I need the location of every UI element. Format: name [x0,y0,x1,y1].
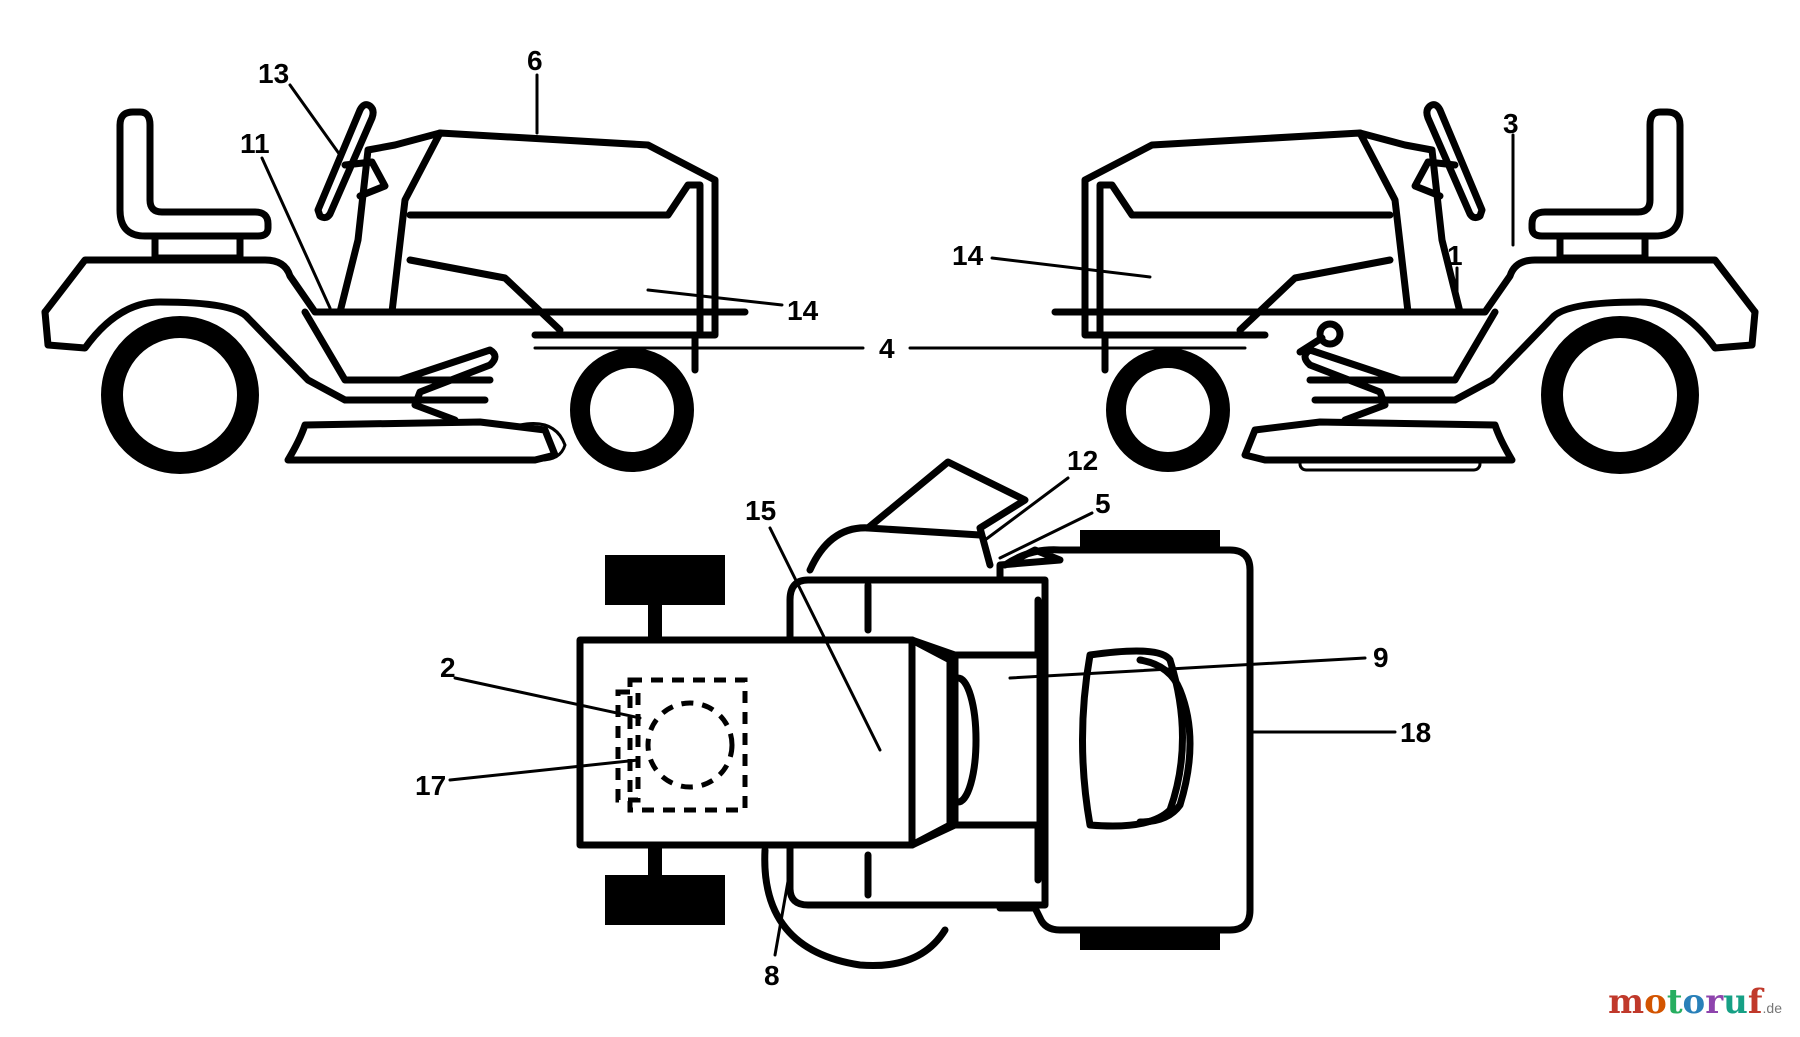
steering-wheel [1423,101,1486,222]
hood-top [388,129,719,339]
leader-lines [260,73,1515,957]
callout-15: 15 [745,495,776,526]
logo-letter: t [1666,982,1683,1022]
right-frame-line [1306,308,1499,384]
dash-panel [336,129,444,316]
callout-12: 12 [1067,445,1098,476]
leader-9 [1008,656,1367,680]
front-tire-top [605,555,725,605]
hood-lower [406,256,564,334]
tractor-left-side-view [41,101,749,474]
callout-14b: 14 [952,240,984,271]
callout-labels: 13 11 6 14 4 14 3 1 12 5 15 2 17 9 18 8 [240,45,1519,991]
deck-lift-pedal [396,346,499,424]
callout-4: 4 [879,333,895,364]
leader-8 [773,868,792,957]
leader-13 [288,83,342,157]
logo-suffix: .de [1762,1000,1782,1016]
steering-wheel [314,101,377,222]
motoruf-logo: motoruf.de [1608,982,1782,1022]
engine-outline [627,677,748,813]
steering-column [341,158,389,200]
callout-5: 5 [1095,488,1111,519]
callout-3: 3 [1503,108,1519,139]
front-wheel [570,348,694,472]
callout-9: 9 [1373,642,1389,673]
mower-deck [1241,418,1516,464]
logo-letter: o [1644,982,1667,1022]
logo-letter: o [1682,982,1706,1022]
logo-letter: r [1705,982,1724,1022]
leader-15 [768,526,882,752]
fender-lower [1311,298,1759,404]
leader-14b [990,256,1152,279]
logo-letter: u [1723,982,1748,1022]
hood-lower [1236,256,1394,334]
lift-knob [1316,320,1344,348]
front-wheel [1106,348,1230,472]
fender-lower [41,298,489,404]
dash-panel [1356,129,1464,316]
rear-fender [41,256,749,316]
callout-2: 2 [440,652,456,683]
leader-11 [260,156,332,310]
callout-8: 8 [764,960,780,991]
front-tire-bottom [605,875,725,925]
leader-12 [983,476,1070,542]
left-frame-line [301,308,494,384]
engine-inner-outline [615,689,641,803]
hood-side [1096,181,1394,339]
steering-column [1411,158,1459,200]
rear-wheel [101,316,259,474]
rear-wheel [1541,316,1699,474]
callout-1: 1 [1447,240,1463,271]
logo-letter: f [1747,982,1763,1022]
tractor-top-view [576,458,1254,970]
callout-17: 17 [415,770,446,801]
leader-2 [453,676,642,720]
chute-side [864,524,984,539]
air-filter-outline [645,700,735,790]
seat [116,108,272,240]
leader-5 [998,511,1094,560]
rear-fender-top [996,546,1254,934]
mower-deck [284,418,559,464]
callout-14a: 14 [787,295,819,326]
seat-back-top [1136,656,1194,826]
leader-14a [646,288,784,307]
lift-lever [1296,334,1326,356]
logo-letter: m [1608,982,1645,1022]
seat-top [1079,647,1186,830]
callout-18: 18 [1400,717,1431,748]
deck-lift-pedal [1301,346,1404,424]
hood-side [406,181,704,339]
discharge-chute [518,422,567,462]
callout-6: 6 [527,45,543,76]
callout-11: 11 [240,128,270,159]
mower-deck-top [761,524,949,970]
seat [1528,108,1684,240]
discharge-chute-top [864,458,1029,569]
callout-13: 13 [258,58,289,89]
logo-text: motoruf [1608,982,1762,1022]
tractor-right-side-view [1051,101,1759,474]
dash-box-top [951,651,1044,829]
rear-fender [1051,256,1759,316]
leader-17 [448,758,640,782]
deck-skid [1298,456,1482,472]
hood-top [1081,129,1412,339]
